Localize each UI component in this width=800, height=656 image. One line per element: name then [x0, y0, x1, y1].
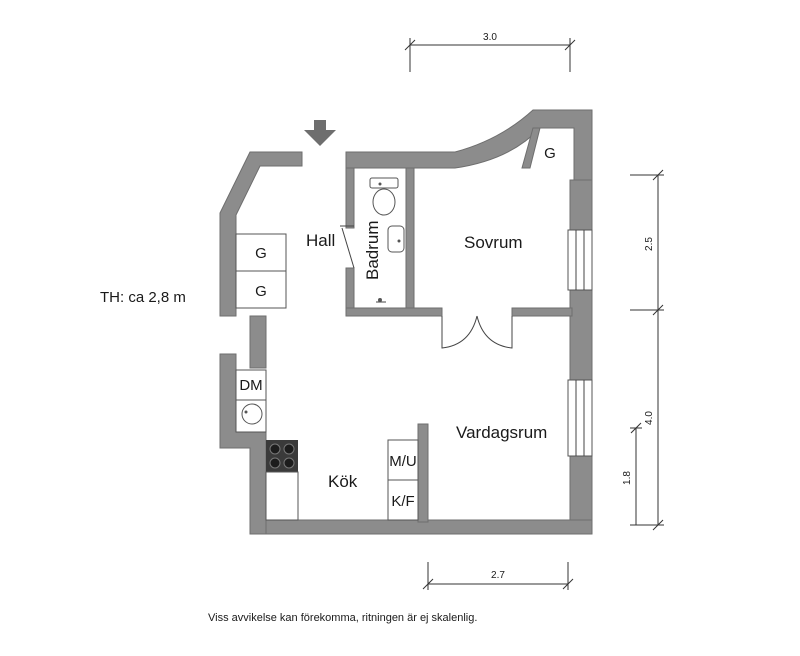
- wall-upper-left: [219, 151, 303, 317]
- door-bath: [341, 227, 355, 269]
- room-label-kok: Kök: [328, 472, 358, 491]
- stove-icon: [266, 440, 298, 472]
- ceiling-height: TH: ca 2,8 m: [100, 289, 186, 306]
- toilet-icon: [372, 188, 396, 216]
- wardrobe-g-1: G: [235, 233, 287, 272]
- windows: [567, 229, 593, 457]
- dimension-window: 1.8: [622, 422, 642, 525]
- wardrobe-g-3: G: [544, 145, 556, 162]
- room-label-badrum: Badrum: [363, 220, 382, 280]
- room-label-hall: Hall: [306, 231, 335, 250]
- wall-bath-right: [405, 167, 415, 315]
- dimension-window-label: 1.8: [622, 471, 633, 485]
- wall-g-nook: [521, 127, 541, 169]
- wall-right-mid: [569, 289, 593, 381]
- wall-right-upper: [569, 179, 593, 231]
- kitchen-sink: [235, 399, 267, 433]
- window-living: [567, 379, 593, 457]
- toilet-tank: [369, 177, 399, 189]
- entrance-arrow-icon: [304, 120, 336, 146]
- room-label-vardagsrum: Vardagsrum: [456, 423, 547, 442]
- dimension-right-upper-label: 2.5: [644, 237, 655, 251]
- door-bedroom-left: [441, 315, 478, 349]
- doors: [340, 225, 513, 349]
- wall-left-lower: [249, 315, 267, 369]
- walls: [219, 109, 593, 535]
- dimension-right: 2.5 4.0: [630, 169, 664, 531]
- wall-kitchen-partition: [417, 423, 429, 523]
- wall-bottom: [265, 519, 593, 535]
- wall-bath-left-lower: [345, 267, 355, 315]
- kitchen-sink-icon: [241, 403, 263, 425]
- door-bedroom-right: [476, 315, 513, 349]
- window-bedroom: [567, 229, 593, 291]
- kitchen-counter: [265, 471, 299, 521]
- dimension-top-label: 3.0: [483, 32, 497, 43]
- wardrobe-g-2-label: G: [255, 283, 267, 300]
- floor-drain-icon: [376, 298, 386, 303]
- microwave-oven: M/U: [387, 439, 419, 481]
- dimension-bottom-label: 2.7: [491, 570, 505, 581]
- dishwasher: DM: [235, 369, 267, 401]
- wardrobe-g-1-label: G: [255, 245, 267, 262]
- wall-mid-right: [511, 307, 573, 317]
- wall-bath-left: [345, 167, 355, 229]
- wardrobe-g-3-label: G: [544, 145, 556, 162]
- room-label-sovrum: Sovrum: [464, 233, 523, 252]
- wardrobe-g-2: G: [235, 270, 287, 309]
- bathroom-fixtures: [369, 177, 405, 303]
- microwave-oven-label: M/U: [389, 453, 417, 470]
- dimension-bottom: 2.7: [422, 562, 574, 590]
- fridge-freezer-label: K/F: [391, 493, 414, 510]
- dimension-top: 3.0: [404, 32, 576, 72]
- fridge-freezer: K/F: [387, 479, 419, 521]
- sink-bath-icon: [387, 225, 405, 253]
- wall-mid-left: [345, 307, 443, 317]
- disclaimer-note: Viss avvikelse kan förekomma, ritningen …: [208, 612, 477, 624]
- dishwasher-label: DM: [239, 377, 262, 394]
- dimension-right-lower-label: 4.0: [644, 411, 655, 425]
